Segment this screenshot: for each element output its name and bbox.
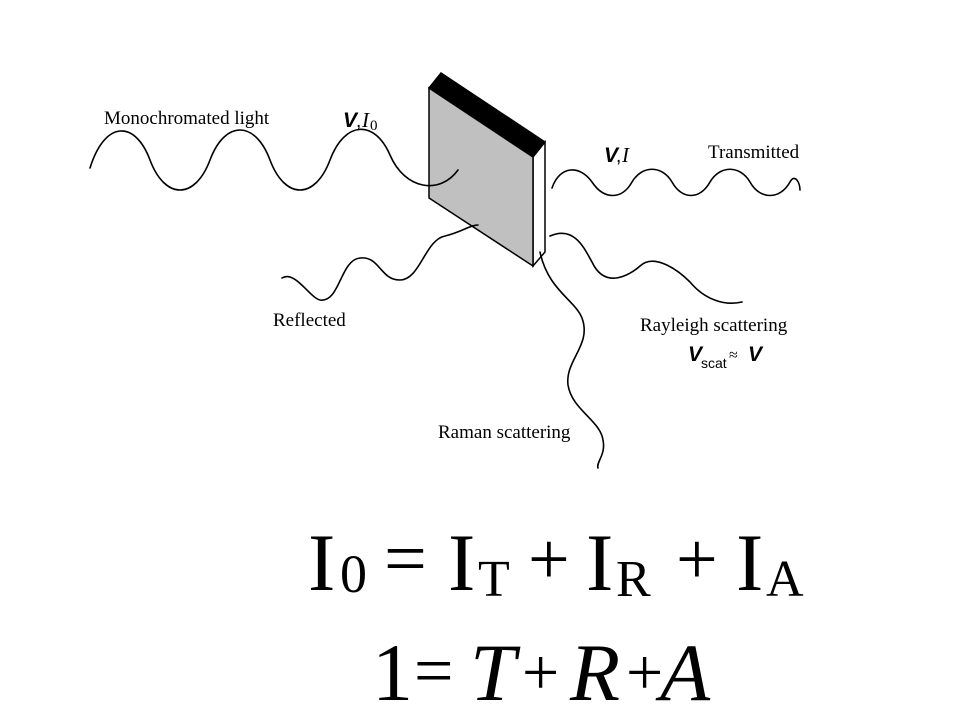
- reflected-wave: [281, 224, 479, 301]
- intensity-equation: I 0 = I T + I R + I A: [308, 517, 804, 608]
- eq1-term3-subscript: A: [766, 551, 804, 608]
- incident-label: Monochromated light: [104, 108, 270, 129]
- eq1-term1-subscript: T: [478, 551, 510, 608]
- reflected-label: Reflected: [273, 310, 346, 331]
- eq2-term3: A: [655, 627, 711, 718]
- transmitted-symbol: V , I: [604, 143, 630, 167]
- transmitted-label: Transmitted: [708, 142, 800, 163]
- eq2-plus2: +: [626, 636, 663, 709]
- incident-intensity-symbol: I: [361, 108, 370, 132]
- eq1-plus2: +: [676, 519, 718, 601]
- eq1-term1: I: [448, 517, 475, 608]
- sample-slab: [427, 71, 547, 269]
- incident-symbol: V , I 0: [343, 108, 378, 134]
- transmitted-separator: ,: [616, 146, 621, 167]
- eq2-term1: T: [470, 627, 521, 718]
- rayleigh-label: Rayleigh scattering: [640, 315, 788, 336]
- rayleigh-wave: [549, 232, 743, 304]
- transmitted-intensity-symbol: I: [621, 143, 630, 167]
- eq2-lhs: 1: [372, 627, 413, 718]
- eq2-plus1: +: [522, 636, 559, 709]
- transmitted-nu-symbol: V: [604, 144, 620, 167]
- coefficient-equation: 1 = T + R + A: [372, 627, 711, 718]
- eq1-term2-subscript: R: [616, 551, 651, 608]
- transmitted-wave: [551, 168, 801, 197]
- eq1-lhs-subscript: 0: [340, 544, 367, 604]
- rayleigh-symbol: V scat ≈ V: [688, 343, 764, 371]
- eq1-plus1: +: [528, 519, 570, 601]
- incident-wave: [89, 128, 459, 191]
- eq2-term2: R: [569, 627, 620, 718]
- rayleigh-nu-subscript: scat: [701, 355, 727, 371]
- eq1-equals: =: [384, 517, 427, 601]
- sample-side-edge: [532, 139, 546, 269]
- raman-label: Raman scattering: [438, 422, 571, 443]
- incident-nu-symbol: V: [343, 109, 359, 132]
- eq1-term3: I: [736, 517, 763, 608]
- incident-separator: ,: [356, 111, 361, 132]
- approx-sign: ≈: [729, 347, 738, 364]
- rayleigh-nu2-symbol: V: [748, 343, 764, 366]
- eq1-term2: I: [586, 517, 613, 608]
- eq2-equals: =: [414, 633, 453, 710]
- rayleigh-nu-symbol: V: [688, 343, 704, 366]
- eq1-lhs: I: [308, 517, 335, 608]
- raman-wave: [539, 251, 605, 469]
- incident-intensity-subscript: 0: [370, 118, 378, 134]
- sample-front-face: [428, 86, 534, 268]
